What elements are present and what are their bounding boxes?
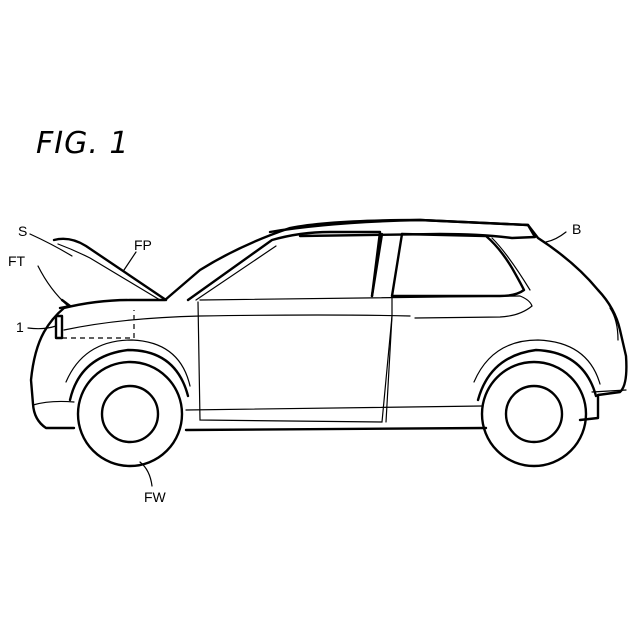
rear-wheel-arch — [478, 350, 596, 400]
leader-S — [30, 234, 72, 256]
label-FT: FT — [8, 253, 26, 269]
label-1: 1 — [16, 319, 24, 335]
rear-window — [392, 234, 524, 296]
rear-tire — [482, 362, 586, 466]
windshield-inner — [196, 246, 276, 300]
label-B: B — [572, 221, 581, 237]
leader-lines — [28, 232, 566, 486]
b-pillar-rear — [392, 234, 402, 296]
car-body — [31, 220, 626, 430]
front-details — [56, 308, 618, 340]
front-tire — [78, 362, 182, 466]
lower-line — [33, 401, 74, 405]
windows — [188, 232, 530, 300]
rocker-line — [186, 406, 482, 410]
label-FW: FW — [144, 489, 167, 505]
leader-1 — [28, 326, 56, 329]
front-hub — [102, 386, 158, 442]
rear-hub — [506, 386, 562, 442]
label-S: S — [18, 223, 27, 239]
part-1-marker — [56, 316, 62, 338]
front-wheel — [78, 362, 182, 466]
rear-wheel — [482, 362, 586, 466]
front-wheel-arch — [70, 350, 188, 400]
body-outline — [31, 220, 626, 430]
label-FP: FP — [134, 237, 152, 253]
hood-line — [64, 315, 410, 330]
windshield — [188, 232, 380, 300]
b-pillar-front — [372, 234, 382, 296]
rear-window-inner — [492, 238, 530, 290]
leader-B — [546, 232, 566, 242]
leader-FP — [124, 252, 136, 270]
